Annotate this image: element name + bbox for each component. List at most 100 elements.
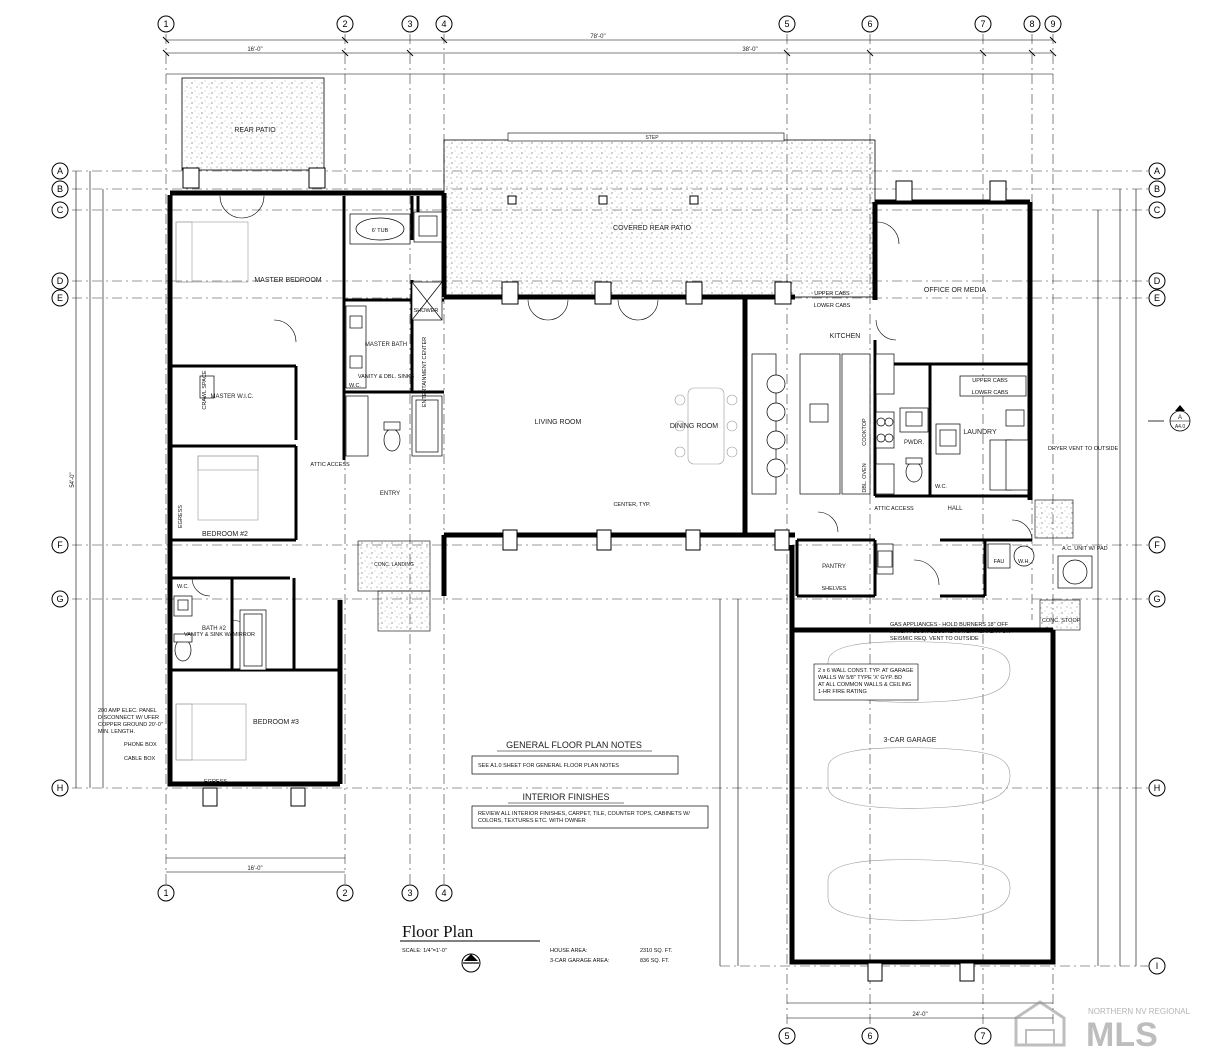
fixtures — [173, 211, 1093, 671]
svg-text:4: 4 — [441, 19, 446, 29]
wc-note-1: W.C. — [349, 383, 361, 389]
grid-bubble-1-bottom: 1 — [157, 884, 175, 902]
svg-text:I: I — [1156, 961, 1159, 971]
svg-text:A: A — [57, 166, 63, 176]
dim-bottom-left: 16'-0" — [247, 866, 262, 872]
dim-bottom-garage: 24'-0" — [912, 1012, 927, 1018]
column-bubbles-top: 1 2 3 4 5 6 7 8 9 — [157, 15, 1062, 33]
svg-text:E: E — [57, 293, 63, 303]
conc-landing-slab — [357, 540, 431, 592]
hall-label: HALL — [947, 506, 963, 512]
wall-const-note-line-4: 1-HR FIRE RATING — [818, 689, 867, 695]
rear-patio-label: REAR PATIO — [234, 127, 276, 134]
kitchen-label: KITCHEN — [830, 333, 861, 340]
grid-bubble-4: 4 — [435, 15, 453, 33]
svg-text:1: 1 — [163, 888, 168, 898]
dryer-vent-note: DRYER VENT TO OUTSIDE — [1048, 446, 1119, 452]
plan-title: Floor Plan — [402, 922, 474, 941]
fau-note: FAU — [994, 559, 1005, 565]
grid-bubble-a-right: A — [1148, 162, 1166, 180]
garage-label: 3-CAR GARAGE — [884, 737, 937, 744]
grid-bubble-6-bottom: 6 — [861, 1027, 879, 1045]
conc-landing-label: CONC. LANDING — [374, 562, 414, 568]
elec-panel-note-line-3: COPPER GROUND 20'-0" — [98, 722, 163, 728]
svg-text:7: 7 — [980, 19, 985, 29]
row-bubbles-right: A B C D E F G H I — [1148, 162, 1166, 975]
grid-bubble-4-bottom: 4 — [435, 884, 453, 902]
svg-text:C: C — [1154, 205, 1161, 215]
svg-text:1: 1 — [163, 19, 168, 29]
grid-bubble-b-right: B — [1148, 180, 1166, 198]
svg-text:A: A — [1154, 166, 1160, 176]
center-typ-note: CENTER, TYP. — [613, 502, 651, 508]
ent-center-note: ENTERTAINMENT CENTER — [422, 337, 428, 407]
door-swings — [191, 195, 1033, 639]
grid-bubble-3: 3 — [401, 15, 419, 33]
svg-text:7: 7 — [980, 1031, 985, 1041]
grid-bubble-7: 7 — [974, 15, 992, 33]
svg-text:E: E — [1154, 293, 1160, 303]
cable-box-note: CABLE BOX — [124, 756, 156, 762]
row-bubbles-left: A B C D E F G H — [51, 162, 69, 797]
garage-area-value: 836 SQ. FT. — [640, 958, 670, 964]
posts — [182, 167, 1007, 982]
svg-text:9: 9 — [1050, 19, 1055, 29]
grid-bubble-8: 8 — [1023, 15, 1041, 33]
master-bath-label: MASTER BATH — [365, 342, 407, 348]
master-bedroom-label: MASTER BEDROOM — [254, 277, 321, 284]
svg-text:D: D — [1154, 276, 1161, 286]
wc-note-3: W.C. — [935, 484, 947, 490]
gas-appliances-note-line-2: FINISH FLOOR SECURE WATER HEATER FOR — [890, 629, 1010, 635]
vanity-sink-note: VANITY & SINK W/ MIRROR — [184, 632, 255, 638]
interior-finishes-box — [471, 805, 709, 829]
conc-landing-lower — [377, 590, 431, 632]
svg-text:C: C — [57, 205, 64, 215]
svg-text:H: H — [1154, 783, 1161, 793]
dim-right-top: 38'-0" — [742, 47, 757, 53]
egress-note-1: EGRESS — [204, 779, 227, 785]
upper-cabs-note-2: UPPER CABS — [972, 378, 1008, 384]
svg-text:3: 3 — [407, 19, 412, 29]
dimension-lines — [75, 39, 1137, 1019]
section-marker-letter: A — [1178, 415, 1182, 421]
conc-stoop-note: CONC. STOOP — [1042, 618, 1081, 624]
grid-bubble-c: C — [51, 201, 69, 219]
svg-text:B: B — [1154, 184, 1160, 194]
interior-finishes-line-1: REVIEW ALL INTERIOR FINISHES, CARPET, TI… — [478, 811, 690, 817]
svg-text:4: 4 — [441, 888, 446, 898]
svg-text:G: G — [1153, 594, 1160, 604]
covered-rear-patio-slab — [443, 139, 876, 298]
dim-left-top: 16'-0" — [247, 47, 262, 53]
shower-note: SHOWER — [414, 308, 439, 314]
pwdr-label: PWDR. — [904, 440, 924, 446]
office-or-media-label: OFFICE OR MEDIA — [924, 287, 987, 294]
cooktop-note: COOKTOP — [862, 418, 868, 446]
tub-note: 6' TUB — [372, 228, 389, 234]
garage-area-label: 3-CAR GARAGE AREA: — [550, 958, 610, 964]
wall-const-note-line-2: WALLS W/ 5/8" TYPE 'X' GYP. BD — [818, 675, 902, 681]
svg-text:F: F — [1154, 540, 1160, 550]
wc-note-2: W.C. — [177, 584, 189, 590]
elec-panel-note-line-1: 200 AMP ELEC. PANEL — [98, 708, 157, 714]
watermark-line-1: NORTHERN NV REGIONAL — [1088, 1007, 1191, 1016]
garage-landing — [1034, 499, 1074, 539]
svg-text:5: 5 — [784, 1031, 789, 1041]
wall-const-note-line-1: 2 x 6 WALL CONST. TYP. AT GARAGE — [818, 668, 914, 674]
svg-text:8: 8 — [1029, 19, 1034, 29]
svg-text:D: D — [57, 276, 64, 286]
svg-text:2: 2 — [342, 19, 347, 29]
step-slab — [507, 132, 785, 142]
master-wic-label: MASTER W.I.C. — [210, 394, 253, 400]
grid-bubble-d-right: D — [1148, 272, 1166, 290]
svg-text:3: 3 — [407, 888, 412, 898]
covered-rear-patio-label: COVERED REAR PATIO — [613, 225, 691, 232]
grid-bubble-e-right: E — [1148, 289, 1166, 307]
svg-text:6: 6 — [867, 19, 872, 29]
ac-unit-note: A.C. UNIT W/ PAD — [1062, 546, 1108, 552]
grid-bubble-g: G — [51, 590, 69, 608]
elec-panel-note-line-2: DISCONNECT W/ UFER — [98, 715, 159, 721]
grid-bubble-i-right: I — [1148, 957, 1166, 975]
grid-bubble-2: 2 — [336, 15, 354, 33]
dbl-oven-note: DBL. OVEN — [862, 463, 868, 492]
interior-finishes-line-2: COLORS, TEXTURES ETC. WITH OWNER — [478, 818, 586, 824]
